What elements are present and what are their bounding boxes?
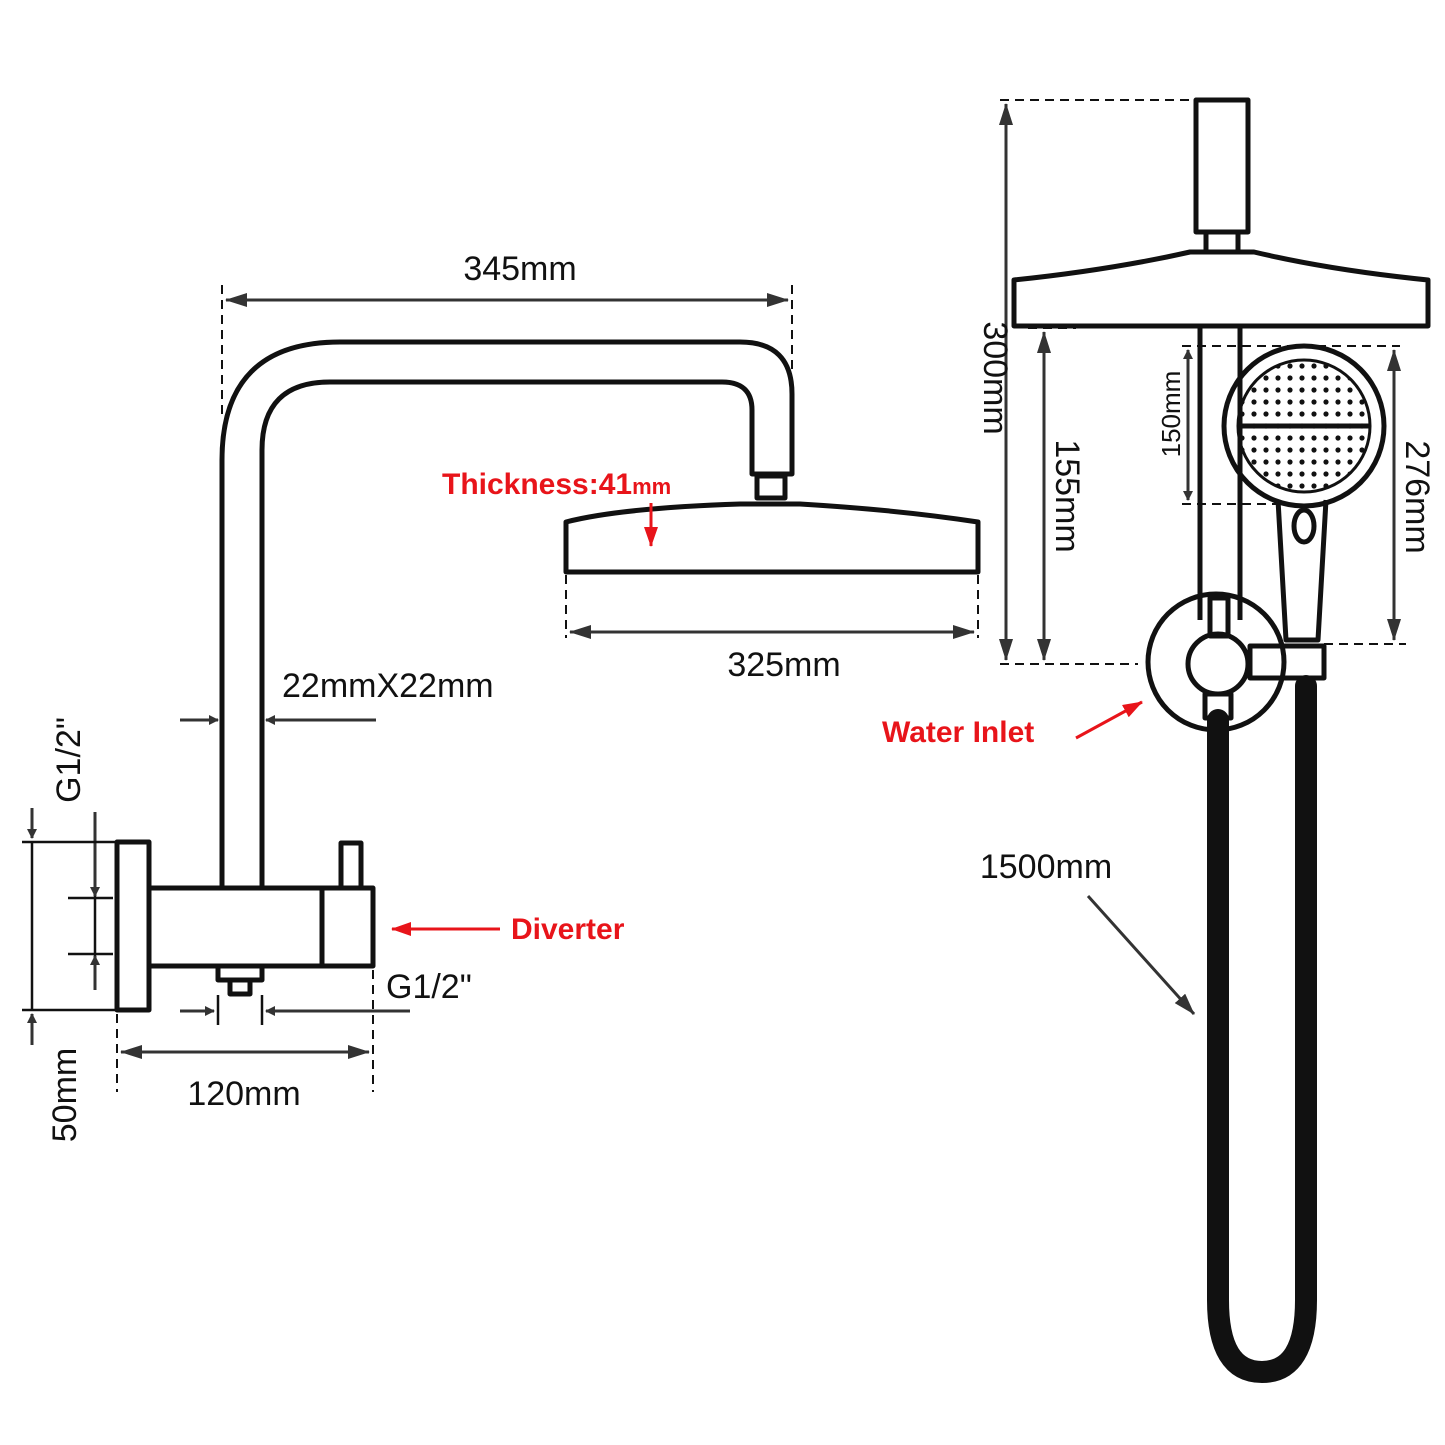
wall-flange (114, 839, 152, 1013)
water-inlet-arrow (1075, 700, 1143, 740)
label-thread-bottom: G1/2" (386, 968, 472, 1006)
label-water-inlet: Water Inlet (882, 716, 1034, 749)
label-thread-top: G1/2" (50, 717, 88, 803)
label-handshower-face: 150mm (1156, 371, 1186, 458)
label-arm-section: 22mmX22mm (282, 667, 494, 705)
label-arm-length: 345mm (463, 250, 576, 288)
holder-bracket (1247, 643, 1327, 681)
hose-arrow (1086, 894, 1196, 1016)
diverter-knob (338, 840, 364, 891)
label-handshower-length: 276mm (1398, 440, 1436, 553)
ceiling-connector (1193, 97, 1251, 235)
arm-connector (754, 473, 788, 501)
valve-handle (1207, 595, 1231, 639)
label-hose-length: 1500mm (980, 848, 1112, 886)
rain-head-side (563, 501, 981, 575)
shower-arm (219, 339, 795, 888)
label-diverter: Diverter (511, 913, 625, 946)
label-overall-height: 300mm (976, 321, 1014, 434)
label-rail-height: 155mm (1048, 439, 1086, 552)
label-body-height: 50mm (46, 1048, 84, 1142)
label-head-width: 325mm (727, 646, 840, 684)
shower-hose (1207, 675, 1317, 1384)
front-view (999, 97, 1431, 1384)
label-body-width: 120mm (187, 1075, 300, 1113)
side-view (22, 285, 981, 1092)
hand-shower (1221, 343, 1387, 643)
rain-head-front (1011, 249, 1431, 329)
mixer-body (146, 885, 376, 969)
label-thickness: Thickness:41mm (442, 468, 671, 501)
